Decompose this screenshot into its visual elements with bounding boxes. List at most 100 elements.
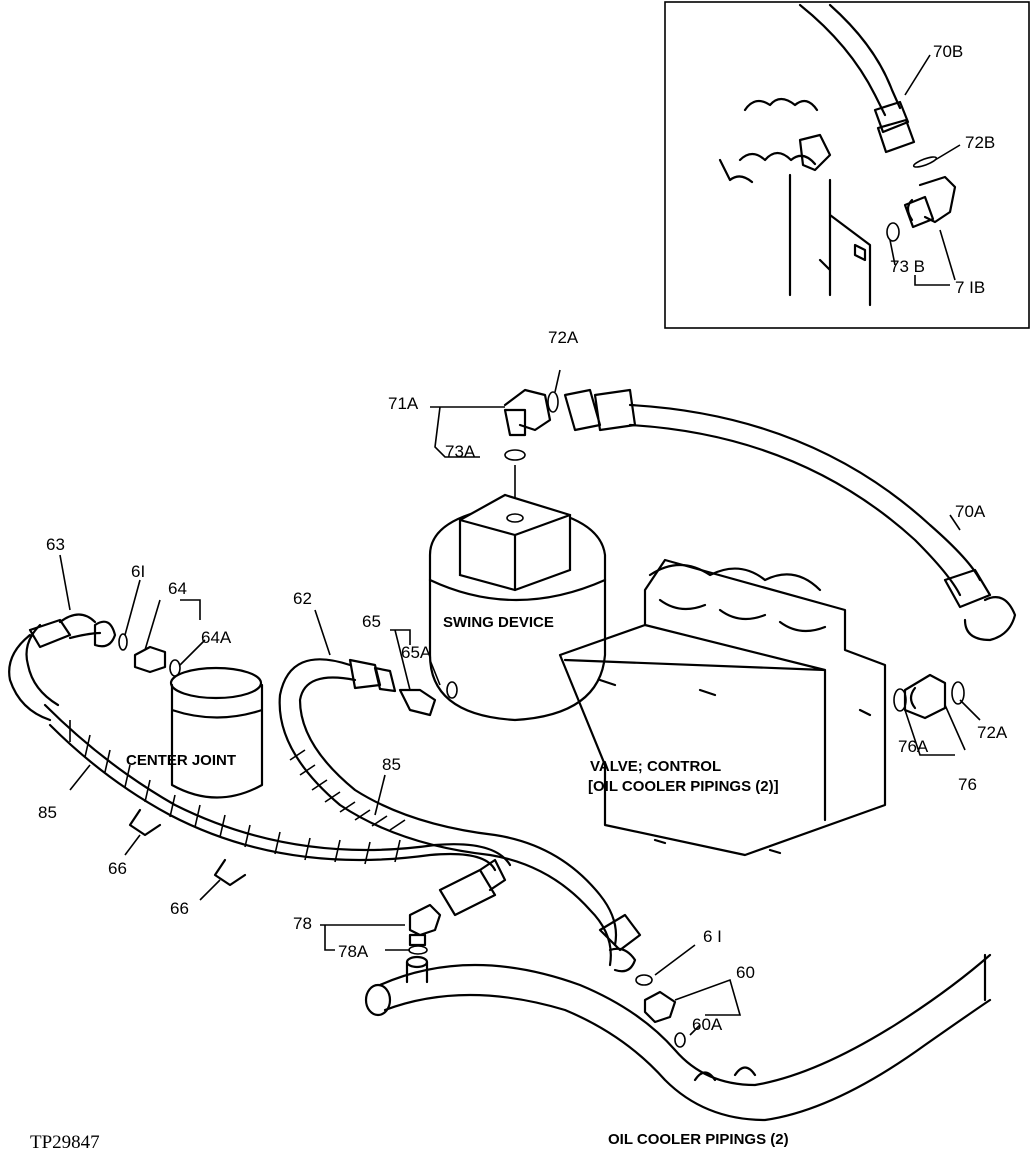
oring-73A [504, 449, 526, 461]
oil-cooler-pipe: 6 I 60 60A [364, 927, 992, 1122]
callout-72A-right: 72A [977, 723, 1008, 742]
oring-64A [169, 659, 181, 677]
inset-leaders [889, 54, 961, 286]
sleeve-85-mid: 85 [289, 749, 507, 917]
callout-66-a: 66 [108, 859, 127, 878]
clamps-66 [128, 808, 247, 887]
fitting-64 [133, 645, 167, 674]
oil-cooler-pipe-end [364, 983, 392, 1017]
callout-61-right: 6 I [703, 927, 722, 946]
callout-76A: 76A [898, 737, 929, 756]
hose-63-body [8, 623, 60, 722]
callout-60A: 60A [692, 1015, 723, 1034]
hose-63-nut [93, 620, 117, 648]
swing-device-band [428, 578, 607, 602]
hose-62-leaders [314, 609, 441, 691]
leaders-85-66 [69, 764, 221, 901]
pipe-port-78-body [405, 960, 429, 984]
pipe-leaders [654, 944, 742, 1036]
hose-62-lower-fitting [598, 913, 642, 973]
control-valve: VALVE; CONTROL [OIL COOLER PIPINGS (2)] [558, 558, 887, 857]
center-joint-body [170, 683, 264, 799]
callout-63: 63 [46, 535, 65, 554]
valve-edges [563, 564, 827, 822]
hose-70B [798, 3, 902, 117]
callout-78: 78 [293, 914, 312, 933]
hose-70A-body [628, 403, 982, 597]
callout-72B: 72B [965, 133, 995, 152]
oring-61-right [635, 974, 653, 986]
oring-78A [408, 945, 428, 955]
fitting-60 [643, 990, 677, 1024]
oring-65A [446, 681, 458, 699]
callout-62: 62 [293, 589, 312, 608]
hose-70A-upper-fitting [563, 388, 637, 432]
valve-body [558, 558, 887, 857]
callout-66-b: 66 [170, 899, 189, 918]
leader-70A [949, 514, 961, 531]
valve-details [598, 598, 872, 855]
hose-63-fitting [28, 613, 102, 649]
elbow-71A [503, 388, 552, 437]
callout-76: 76 [958, 775, 977, 794]
elbow-78: 78 78A [293, 903, 442, 961]
swing-device-port [506, 513, 524, 523]
oring-72A-top [547, 391, 559, 413]
elbow-71B [903, 175, 957, 229]
callout-72A-top: 72A [548, 328, 579, 347]
callout-64: 64 [168, 579, 187, 598]
oring-76A [893, 688, 907, 712]
swing-device: SWING DEVICE [428, 493, 607, 722]
caption-valve-line2: [OIL COOLER PIPINGS (2)] [588, 778, 779, 795]
callout-65: 65 [362, 612, 381, 631]
left-top-leaders [59, 554, 206, 666]
swing-port-fittings: 72A 71A 73A [388, 328, 579, 515]
callout-65A: 65A [401, 643, 432, 662]
inset-detail: 70B 72B 73 B 7 IB [664, 1, 1030, 329]
hose-62: 62 65 65A [278, 589, 642, 973]
elbow-78-body [408, 903, 442, 947]
elbow-65 [398, 688, 437, 717]
callout-73A: 73A [445, 442, 476, 461]
sleeve-85-end-fitting [438, 858, 507, 917]
callout-85-mid: 85 [382, 755, 401, 774]
callout-73B: 73 B [890, 257, 925, 276]
callout-78A: 78A [338, 942, 369, 961]
pipe-bosses [693, 953, 987, 1082]
oring-72A-right [951, 681, 965, 705]
callout-71B: 7 IB [955, 278, 985, 297]
valve-port-fittings: 72A 76A 76 [893, 673, 1008, 794]
callout-70A: 70A [955, 502, 986, 521]
inset-valve-body [718, 97, 872, 307]
oring-60A [674, 1032, 686, 1048]
hose-70A-lower-fitting [943, 568, 1017, 642]
callout-85-left: 85 [38, 803, 57, 822]
oring-61-left [118, 633, 128, 651]
center-joint-top [169, 666, 263, 700]
hose-62-body [278, 658, 618, 967]
callout-60: 60 [736, 963, 755, 982]
oring-72B [912, 156, 938, 168]
inset-border [664, 1, 1030, 329]
center-joint: CENTER JOINT [126, 666, 264, 799]
caption-bottom: OIL COOLER PIPINGS (2) [608, 1131, 789, 1148]
swing-device-block-edges [458, 513, 572, 592]
caption-center-joint: CENTER JOINT [126, 752, 236, 769]
fitting-76 [903, 673, 947, 720]
figure-id: TP29847 [30, 1132, 100, 1152]
caption-valve-line1: VALVE; CONTROL [590, 758, 721, 775]
hose-70B-fitting [873, 100, 916, 154]
callout-71A: 71A [388, 394, 419, 413]
elbow-78-leaders [320, 924, 410, 951]
hose-62-fitting [348, 658, 397, 693]
hose-63: 63 6I 64 64A [8, 535, 232, 722]
pipe-port-78 [405, 955, 429, 969]
caption-swing-device: SWING DEVICE [443, 614, 554, 631]
oring-73B [886, 222, 900, 242]
callout-64A: 64A [201, 628, 232, 647]
sleeve-85-left: 85 66 66 [38, 703, 512, 918]
leader-85-mid [374, 774, 386, 816]
callout-61-left: 6I [131, 562, 145, 581]
top-leaders [430, 369, 561, 515]
